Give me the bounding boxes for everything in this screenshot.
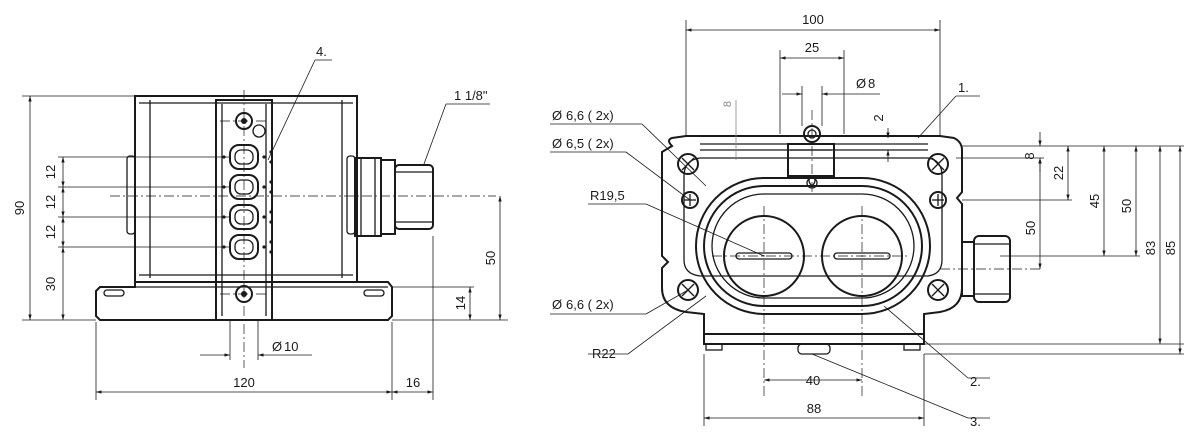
dim-25: 25 [805,40,819,55]
hole-6-6-top: 6,6 ( 2x) [566,108,614,123]
dim-50-inner: 50 [1023,221,1038,235]
diameter-symbol-8: Ø [856,76,866,91]
front-conduit-fitting [354,157,434,237]
dim-diameter-8: 8 [868,76,875,91]
dim-22: 22 [1051,166,1066,180]
hole-6-5: 6,5 ( 2x) [566,136,614,151]
diameter-symbol-65: Ø [552,136,562,151]
dim-16: 16 [406,375,420,390]
dim-90: 90 [12,201,27,215]
dim-120: 120 [233,375,255,390]
dim-8-height: 8 [1022,152,1037,159]
dim-50-front: 50 [483,251,498,265]
dim-40: 40 [806,373,820,388]
side-view [550,20,1184,426]
dim-12-c: 12 [43,225,58,239]
dim-100: 100 [802,12,824,27]
dim-diameter-10: 10 [284,339,298,354]
dim-83: 83 [1143,241,1158,255]
dim-88: 88 [807,401,821,416]
dim-12-a: 12 [43,165,58,179]
dim-12-b: 12 [43,195,58,209]
dim-30: 30 [43,277,58,291]
dim-45: 45 [1087,194,1102,208]
callout-4: 4. [316,44,327,59]
dim-85: 85 [1163,241,1178,255]
button-housing-outer [695,177,931,315]
dim-8-grey: 8 [722,101,734,107]
front-view [22,59,508,400]
diameter-symbol-66-top: Ø [552,108,562,123]
thread-label: 1 1/8" [454,88,488,103]
radius-19-5: R19,5 [590,188,625,203]
callout-2: 2. [970,374,981,389]
front-buttons [222,144,273,260]
dim-14: 14 [453,296,468,310]
diameter-symbol-10: Ø [272,339,282,354]
callout-1: 1. [958,80,969,95]
dim-50-outer: 50 [1119,199,1134,213]
diameter-symbol-66-bottom: Ø [552,297,562,312]
dim-2: 2 [871,114,886,121]
hole-6-6-bottom: 6,6 ( 2x) [566,297,614,312]
radius-22: R22 [592,346,616,361]
callout-3: 3. [970,414,981,429]
